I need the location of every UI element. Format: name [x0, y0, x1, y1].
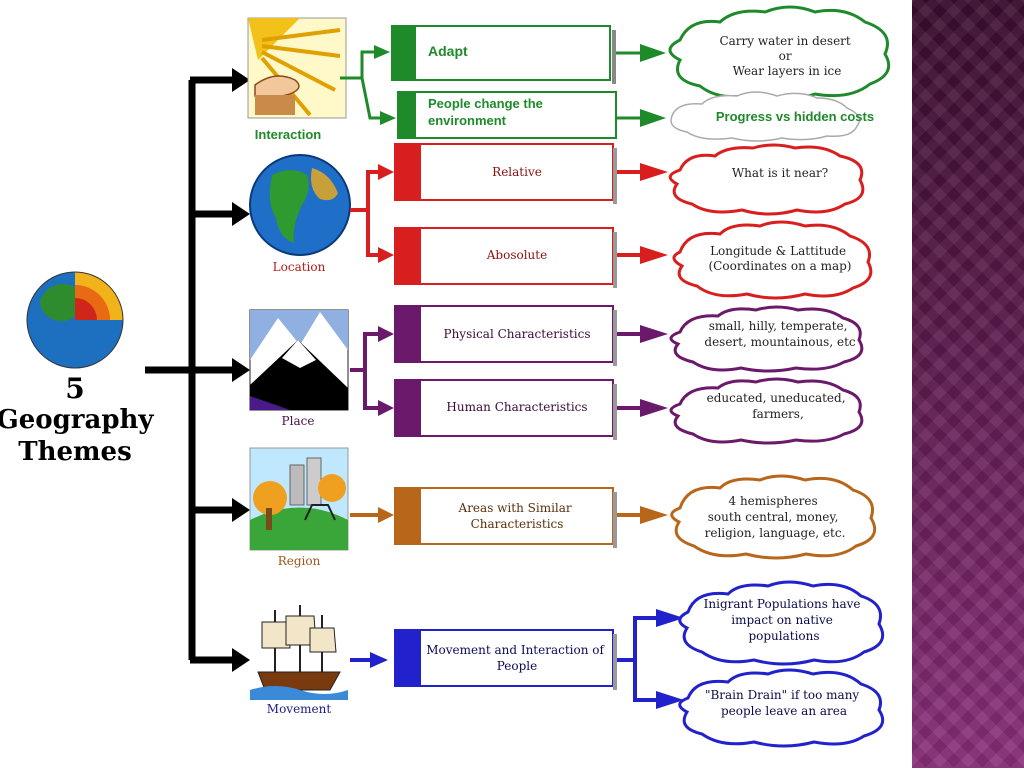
svg-text:Carry water in desert or: Carry water in desert or Wear layers in …	[719, 34, 854, 78]
cloud-brain-drain: "Brain Drain" if too many people leave a…	[678, 668, 885, 748]
sun-hand-icon	[247, 17, 347, 119]
cloud-inigrant-line2: impact on native	[731, 613, 833, 627]
cloud-educated-line2: farmers,	[752, 407, 804, 421]
root-title-line2: Themes	[18, 437, 131, 467]
location-arrowheads	[378, 163, 668, 264]
cloud-inigrant-line1: Inigrant Populations have	[704, 597, 861, 611]
cloud-longitude-line1: Longitude & Lattitude	[710, 244, 846, 258]
root-title-line1: Geography	[0, 405, 154, 435]
interaction-connectors	[340, 50, 648, 120]
cloud-educated: educated, uneducated, farmers,	[669, 377, 864, 445]
svg-text:Longitude & Lattitude (C: Longitude & Lattitude (Coordinates on a …	[709, 244, 852, 273]
svg-text:"Brain Drain" if too many: "Brain Drain" if too many people leave a…	[705, 688, 863, 718]
box-movement-line1: Movement and Interaction of	[426, 643, 605, 657]
movement-arrowheads	[370, 609, 684, 709]
root-number: 5	[65, 372, 84, 405]
box-adapt: Adapt	[391, 25, 616, 84]
ship-icon	[250, 600, 348, 700]
box-movement-interaction: Movement and Interaction of People	[394, 629, 617, 690]
box-physical-characteristics: Physical Characteristics	[394, 305, 617, 366]
box-human-text: Human Characteristics	[446, 400, 587, 414]
box-relative: Relative	[394, 143, 617, 204]
mountain-icon	[249, 309, 349, 411]
cloud-hemispheres: 4 hemispheres south central, money, reli…	[670, 474, 877, 560]
cloud-brain-line1: "Brain Drain" if too many	[705, 688, 859, 702]
cloud-hemi-line1: 4 hemispheres	[729, 494, 818, 508]
box-areas-line1: Areas with Similar	[458, 501, 572, 515]
cloud-longitude-line2: (Coordinates on a map)	[709, 259, 852, 273]
cloud-hemi-line3: religion, language, etc.	[705, 526, 846, 540]
place-arrowheads	[378, 325, 668, 417]
cloud-what-near: What is it near?	[668, 143, 865, 216]
cloud-small-hilly: small, hilly, temperate, desert, mountai…	[669, 305, 864, 373]
cloud-small-line1: small, hilly, temperate,	[709, 319, 848, 333]
svg-text:Inigrant Populations have: Inigrant Populations have impact on nati…	[704, 597, 865, 643]
cloud-hemi-line2: south central, money,	[708, 510, 839, 524]
box-people-change-line2: environment	[428, 113, 507, 128]
box-movement-line2: People	[497, 659, 537, 673]
interaction-arrowheads	[374, 44, 666, 127]
region-arrowheads	[378, 506, 668, 524]
theme-label-place: Place	[282, 414, 315, 428]
globe-icon	[249, 154, 351, 256]
cloud-educated-line1: educated, uneducated,	[707, 391, 846, 405]
theme-label-region: Region	[278, 554, 321, 568]
cloud-what-near-text: What is it near?	[732, 166, 828, 180]
cloud-carry-water: Carry water in desert or Wear layers in …	[668, 5, 891, 101]
svg-text:4 hemispheres south cent: 4 hemispheres south central, money, reli…	[705, 494, 846, 540]
box-relative-text: Relative	[492, 165, 542, 179]
svg-text:small, hilly, temperate,: small, hilly, temperate, desert, mountai…	[704, 319, 855, 349]
cloud-progress: Progress vs hidden costs	[670, 91, 874, 142]
earth-cutaway-icon	[26, 271, 124, 369]
box-absolute-text: Abosolute	[486, 248, 547, 262]
theme-label-interaction: Interaction	[255, 127, 322, 142]
box-physical-text: Physical Characteristics	[444, 327, 591, 341]
root-connector	[145, 76, 238, 664]
box-people-change: People change the environment	[397, 91, 617, 139]
svg-text:Movement and Interaction of: Movement and Interaction of People	[426, 643, 608, 673]
cloud-progress-text: Progress vs hidden costs	[716, 109, 874, 124]
decorative-side-panel	[912, 0, 1024, 768]
region-park-icon	[249, 447, 349, 551]
box-people-change-line1: People change the	[428, 96, 543, 111]
cloud-carry-line2: or	[779, 49, 792, 63]
box-human-characteristics: Human Characteristics	[394, 379, 617, 440]
box-areas-line2: Characteristics	[471, 517, 564, 531]
svg-text:Areas with Similar Chara: Areas with Similar Characteristics	[458, 501, 576, 531]
theme-label-movement: Movement	[267, 702, 332, 716]
cloud-carry-line3: Wear layers in ice	[733, 64, 842, 78]
box-absolute: Abosolute	[394, 227, 617, 288]
theme-label-location: Location	[273, 260, 326, 274]
box-adapt-text: Adapt	[428, 43, 468, 59]
cloud-inigrant: Inigrant Populations have impact on nati…	[678, 580, 885, 666]
box-areas-similar: Areas with Similar Characteristics	[394, 487, 617, 548]
root-arrowheads	[232, 68, 250, 672]
svg-text:educated, uneducated, fa: educated, uneducated, farmers,	[707, 391, 850, 421]
cloud-carry-line1: Carry water in desert	[719, 34, 850, 48]
cloud-longitude: Longitude & Lattitude (Coordinates on a …	[672, 220, 873, 300]
cloud-small-line2: desert, mountainous, etc	[704, 335, 855, 349]
svg-text:People change the enviro: People change the environment	[428, 96, 547, 128]
cloud-inigrant-line3: populations	[748, 629, 819, 643]
cloud-brain-line2: people leave an area	[721, 704, 847, 718]
